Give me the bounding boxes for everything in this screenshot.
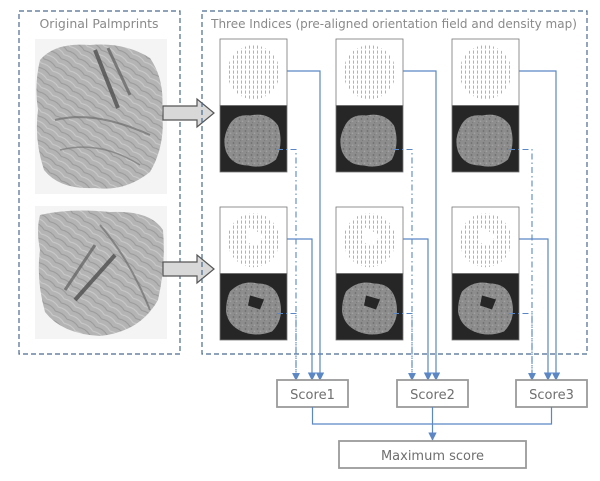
density-connector: [509, 148, 536, 381]
density-map-image: [340, 114, 397, 167]
orientation-connector: [519, 238, 553, 381]
index-tile-2-1: [219, 206, 288, 341]
orientation-connector: [403, 70, 441, 381]
original-palmprints-panel: Original Palmprints: [18, 10, 181, 355]
density-map-image: [458, 282, 513, 335]
density-map-image: [226, 282, 281, 335]
orientation-connector: [287, 238, 317, 381]
right-panel-title: Three Indices (pre-aligned orientation f…: [210, 17, 577, 31]
left-panel-border: [18, 10, 181, 355]
orientation-field-image: [227, 213, 280, 268]
maximum-score-label: Maximum score: [381, 449, 484, 464]
final-merge-lines: [311, 407, 553, 441]
density-connector: [393, 312, 416, 381]
index-tile-1-3: [451, 38, 520, 173]
score-box-3: Score3: [515, 379, 588, 408]
orientation-field-image: [343, 213, 396, 268]
density-map-image: [456, 114, 513, 167]
density-map-image: [224, 114, 281, 167]
index-tile-2-3: [451, 206, 520, 341]
score-3-label: Score3: [529, 388, 574, 403]
score-1-label: Score1: [290, 388, 335, 403]
three-indices-panel: Three Indices (pre-aligned orientation f…: [201, 10, 588, 355]
score-box-2: Score2: [396, 379, 469, 408]
palmprint-image-2: [35, 206, 167, 339]
density-connector: [509, 312, 536, 381]
index-tile-1-1: [219, 38, 288, 173]
index-tile-2-2: [335, 206, 404, 341]
orientation-field-image: [459, 213, 512, 268]
orientation-connector: [403, 238, 433, 381]
orientation-connector: [287, 70, 325, 381]
orientation-field-image: [459, 45, 512, 100]
density-connector: [277, 312, 300, 381]
block-arrow-icon: [162, 97, 215, 129]
left-panel-title: Original Palmprints: [39, 16, 158, 31]
palmprint-image-1: [35, 39, 167, 194]
right-panel-border: [201, 10, 588, 355]
orientation-field-image: [227, 45, 280, 100]
density-connector: [277, 148, 300, 381]
block-arrow-icon: [162, 253, 215, 285]
connector-lines: [277, 70, 561, 381]
score-box-1: Score1: [276, 379, 349, 408]
density-connector: [393, 148, 416, 381]
score-2-label: Score2: [410, 388, 455, 403]
density-map-image: [342, 282, 397, 335]
maximum-score-box: Maximum score: [338, 440, 527, 469]
index-tile-1-2: [335, 38, 404, 173]
orientation-field-image: [343, 45, 396, 100]
orientation-connector: [519, 70, 561, 381]
